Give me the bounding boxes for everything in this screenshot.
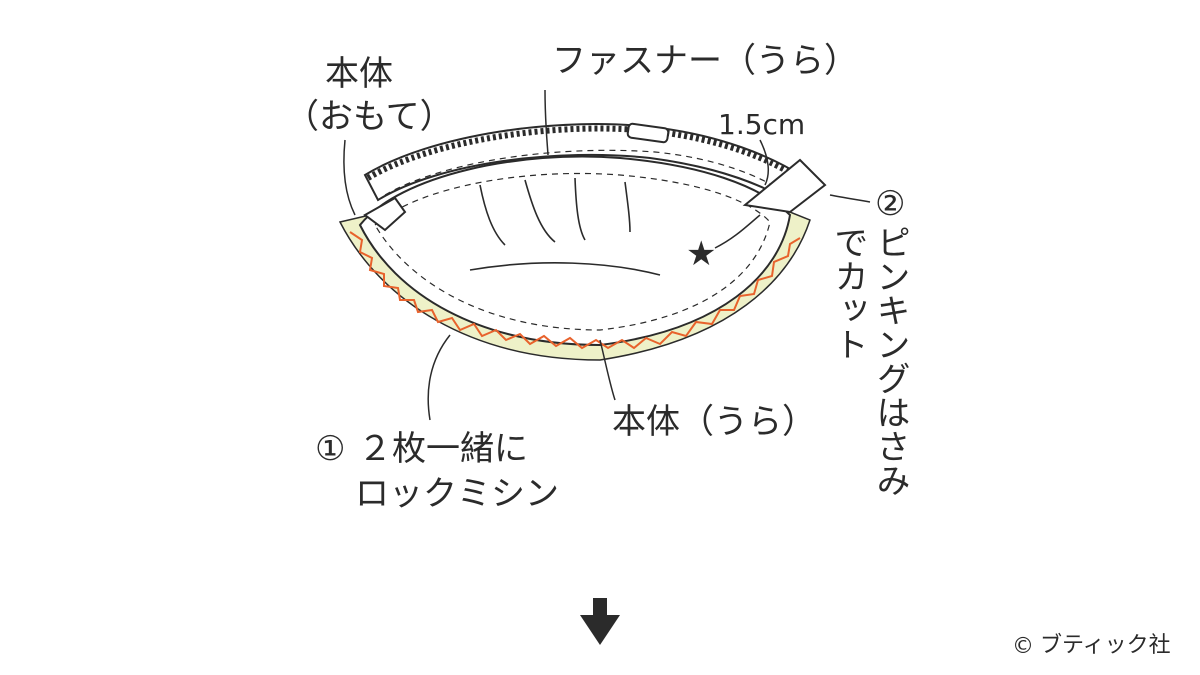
label-hontai-ura: 本体（うら）: [612, 402, 816, 442]
fastener-slider: [626, 122, 670, 144]
overlock-stitch: [349, 231, 801, 350]
label-hontai-omote-2: （おもて）: [285, 97, 454, 137]
label-measurement: 1.5cm: [718, 108, 805, 141]
fastener-end-right: [742, 158, 827, 214]
label-step1-number: ①: [315, 429, 345, 469]
copyright-text: ブティック社: [1040, 633, 1171, 658]
fastener-end-left: [363, 196, 407, 232]
label-hontai-omote-1: 本体: [325, 54, 393, 94]
bag-gathers: [469, 177, 661, 276]
stitch-line-dashed: [374, 172, 771, 331]
arrow-down-icon: [580, 598, 620, 645]
fastener-teeth: [366, 125, 805, 184]
label-step2-number: ②: [875, 184, 905, 224]
label-fastener-ura: ファスナー（うら）: [552, 41, 858, 81]
star-mark: ★: [686, 234, 716, 274]
copyright-symbol: ©: [1012, 634, 1034, 659]
fastener-dashed-line: [384, 149, 791, 197]
label-step1-line1: ２枚一緒に: [358, 429, 528, 469]
bag-body-outline: [358, 155, 792, 347]
leader-lines: [343, 89, 871, 421]
label-step2-col1: ピンキングはさみ: [870, 225, 910, 497]
label-step2-col2: でカット: [828, 225, 868, 361]
label-step1-line2: ロックミシン: [355, 474, 559, 514]
